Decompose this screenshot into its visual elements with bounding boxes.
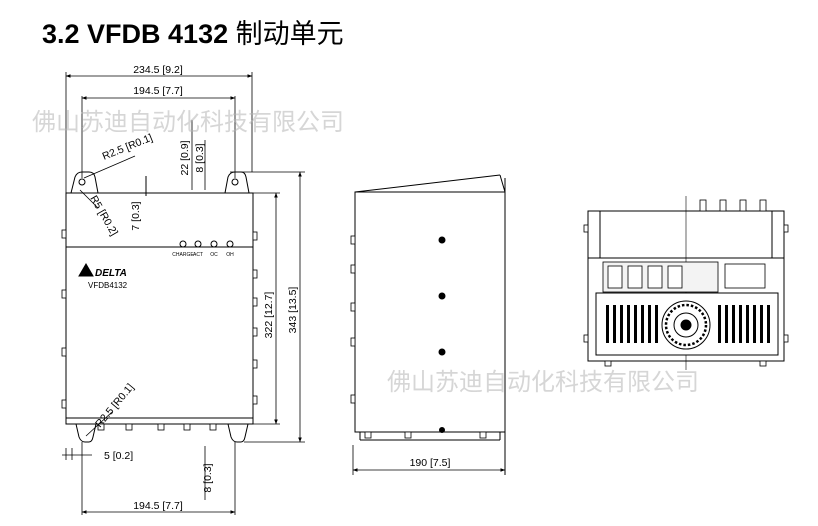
- led-label-charge: CHARGE: [172, 252, 194, 258]
- screw-icon: [438, 236, 446, 244]
- title-cn: 制动单元: [235, 19, 344, 50]
- screw-icon: [438, 292, 446, 300]
- dim-bottom-8: 8 [0.3]: [202, 463, 214, 492]
- charge-led-icon: [179, 240, 187, 248]
- dim-top-radius: R2.5 [R0.1]: [101, 132, 155, 163]
- brand-label: DELTA: [95, 268, 127, 279]
- fan-icon: [661, 300, 711, 350]
- bottom-left-mounting-ear: [75, 423, 97, 443]
- front-housing: [65, 192, 254, 425]
- dim-depth: 190 [7.5]: [410, 457, 451, 469]
- screw-icon: [438, 348, 446, 356]
- bottom-right-mounting-ear: [227, 423, 249, 443]
- dim-height-322: 322 [12.7]: [263, 292, 275, 339]
- watermark-bottom: 佛山苏迪自动化科技有限公司: [387, 368, 699, 396]
- dim-top-offset-22: 22 [0.9]: [179, 140, 191, 175]
- dim-edge-7: 7 [0.3]: [130, 201, 142, 230]
- led-label-oh: OH: [226, 252, 234, 258]
- dim-bottom-5: 5 [0.2]: [104, 450, 133, 462]
- screw-icon: [439, 427, 445, 433]
- bottom-view: [583, 196, 789, 370]
- dim-bottom-hole-spacing: 194.5 [7.7]: [133, 500, 183, 512]
- dim-overall-width: 234.5 [9.2]: [133, 64, 183, 76]
- top-left-mounting-ear: [70, 171, 99, 194]
- led-label-act: ACT: [193, 252, 203, 258]
- act-led-icon: [194, 240, 202, 248]
- oc-led-icon: [210, 240, 218, 248]
- watermark-top: 佛山苏迪自动化科技有限公司: [32, 108, 344, 136]
- side-view: [350, 174, 506, 475]
- dim-height-343: 343 [13.5]: [287, 287, 299, 334]
- model-label: VFDB4132: [88, 281, 128, 290]
- top-right-mounting-ear: [224, 171, 250, 194]
- vent-slots: [606, 305, 770, 343]
- led-labels: CHARGE ACT OC OH: [172, 252, 234, 258]
- front-view: [61, 171, 258, 443]
- dim-top-hole-spacing: 194.5 [7.7]: [133, 85, 183, 97]
- led-label-oc: OC: [210, 252, 218, 258]
- oh-led-icon: [226, 240, 234, 248]
- side-housing: [354, 191, 506, 433]
- delta-logo-icon: [78, 263, 94, 277]
- title-model: 3.2 VFDB 4132: [42, 19, 236, 49]
- page-title: 3.2 VFDB 4132 制动单元: [42, 12, 344, 51]
- status-leds: [179, 240, 234, 248]
- dim-top-offset-8: 8 [0.3]: [194, 143, 206, 172]
